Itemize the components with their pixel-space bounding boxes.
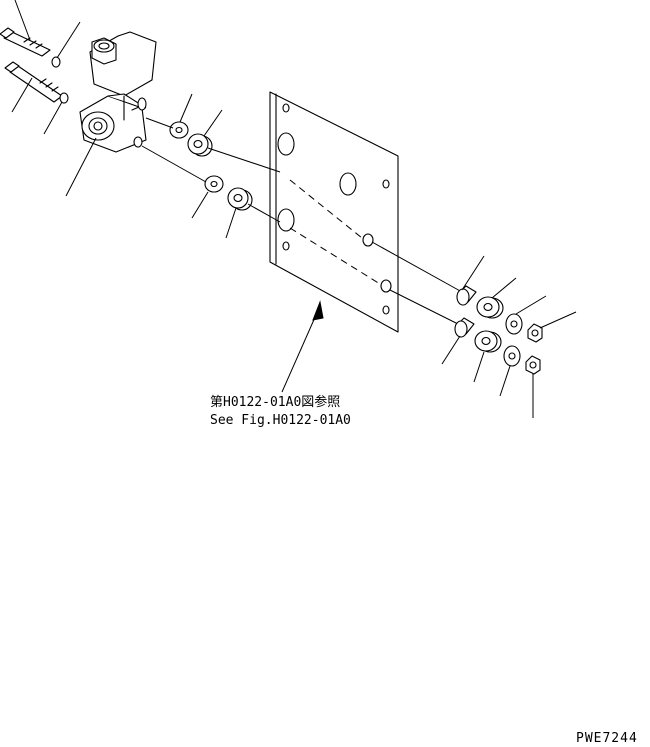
spacer-1 bbox=[187, 133, 213, 157]
spacer-4 bbox=[474, 330, 502, 353]
reference-label-jp: 第H0122-01A0図参照 bbox=[210, 394, 340, 410]
reference-label-en: See Fig.H0122-01A0 bbox=[210, 413, 351, 428]
washer-flat-3 bbox=[505, 313, 523, 335]
washer-small-2 bbox=[59, 92, 69, 104]
nut-1 bbox=[527, 323, 543, 343]
leader-lines bbox=[11, 0, 577, 418]
drawing-code: PWE7244 bbox=[576, 731, 638, 746]
sleeve-1 bbox=[456, 285, 477, 306]
mounting-plate bbox=[269, 91, 399, 333]
washer-flat-1 bbox=[169, 121, 189, 139]
nut-2 bbox=[525, 355, 541, 375]
sleeve-2 bbox=[454, 317, 475, 338]
spacer-2 bbox=[227, 187, 253, 211]
valve-assembly bbox=[79, 31, 157, 153]
bolt-lower bbox=[4, 61, 63, 103]
spacer-3 bbox=[476, 296, 504, 319]
washer-small-1 bbox=[51, 56, 61, 68]
center-lines bbox=[141, 117, 463, 325]
washer-flat-2 bbox=[204, 175, 224, 193]
washer-flat-4 bbox=[503, 345, 521, 367]
bolt-upper bbox=[0, 27, 51, 57]
